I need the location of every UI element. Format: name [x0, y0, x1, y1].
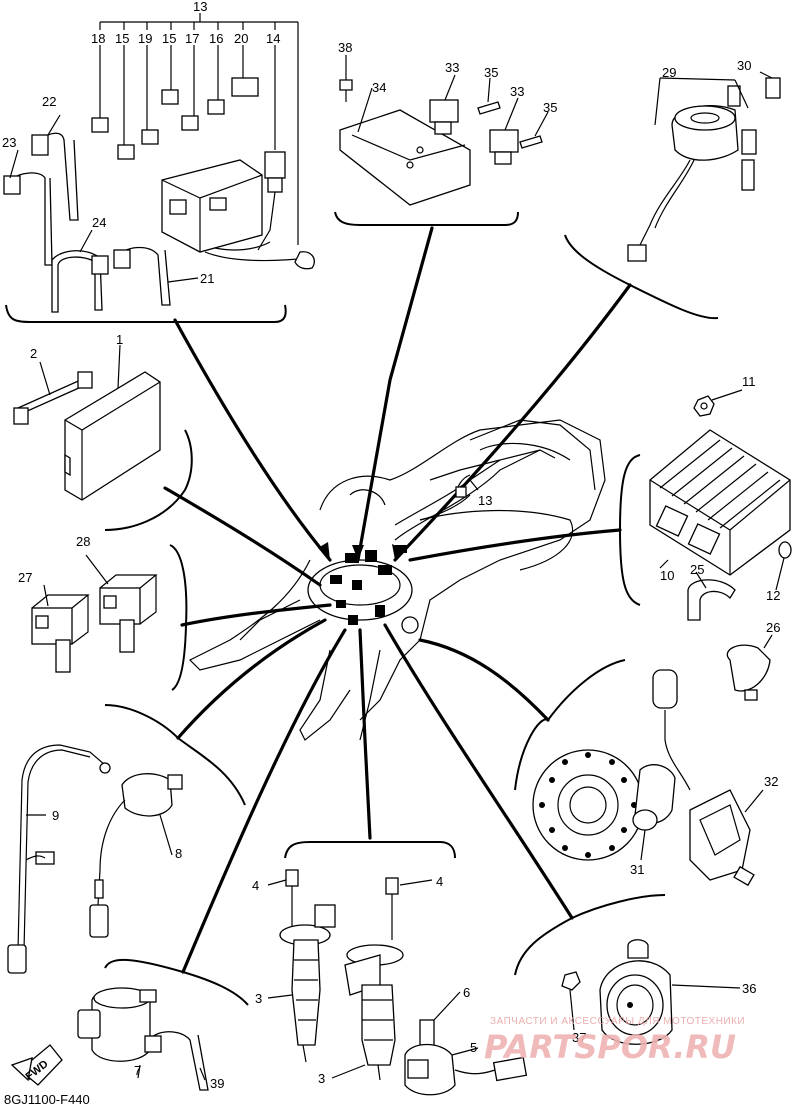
- callout-3-b: 3: [318, 1071, 325, 1086]
- callout-35-b: 35: [543, 100, 557, 115]
- callout-27: 27: [18, 570, 32, 585]
- relay-group: [31, 554, 158, 673]
- callout-33-b: 33: [510, 84, 524, 99]
- callout-7: 7: [134, 1063, 141, 1078]
- group-leader-lines: [163, 226, 632, 974]
- callout-10: 10: [660, 568, 674, 583]
- callout-16: 16: [209, 31, 223, 46]
- wire-harness-group: [394, 449, 556, 526]
- callout-22: 22: [42, 94, 56, 109]
- callout-13-top: 13: [193, 0, 207, 14]
- diagram-code: 8GJ1100-F440: [4, 1092, 90, 1107]
- callout-2: 2: [30, 346, 37, 361]
- switch-band-group: [10, 987, 209, 1091]
- callout-20: 20: [234, 31, 248, 46]
- callout-3-a: 3: [255, 991, 262, 1006]
- callout-23: 23: [2, 135, 16, 150]
- watermark: ЗАПЧАСТИ И АКСЕССУАРЫ ДЛЯ МОТОТЕХНИКИ PA…: [484, 1016, 745, 1066]
- callout-38: 38: [338, 40, 352, 55]
- callout-25: 25: [690, 562, 704, 577]
- main-switch-group: [627, 71, 781, 262]
- callout-12: 12: [766, 588, 780, 603]
- callout-37: 37: [572, 1030, 586, 1045]
- callout-31: 31: [630, 862, 644, 877]
- callout-26: 26: [766, 620, 780, 635]
- callout-13: 13: [478, 493, 492, 508]
- callout-15-a: 15: [115, 31, 129, 46]
- group-brackets: [5, 211, 719, 1006]
- callout-1: 1: [116, 332, 123, 347]
- callout-4-a: 4: [252, 878, 259, 893]
- sensor-group: [404, 991, 528, 1096]
- callout-39: 39: [210, 1076, 224, 1091]
- callout-30: 30: [737, 58, 751, 73]
- callout-36: 36: [742, 981, 756, 996]
- watermark-tagline: ЗАПЧАСТИ И АКСЕССУАРЫ ДЛЯ МОТОТЕХНИКИ: [490, 1016, 745, 1027]
- callout-11: 11: [742, 374, 756, 389]
- callout-29: 29: [662, 65, 676, 80]
- callout-21: 21: [200, 271, 214, 286]
- callout-9: 9: [52, 808, 59, 823]
- neutral-switch-lead-group: [7, 744, 183, 974]
- callout-28: 28: [76, 534, 90, 549]
- ecu-group: [13, 344, 161, 501]
- callout-14: 14: [266, 31, 280, 46]
- callout-17: 17: [185, 31, 199, 46]
- callout-24: 24: [92, 215, 106, 230]
- callout-19: 19: [138, 31, 152, 46]
- callout-15-b: 15: [162, 31, 176, 46]
- callout-labels: 13 18 15 19 15 17 16 20 14 22 23 24 21 3…: [2, 0, 780, 1091]
- fuse-group: [3, 13, 315, 313]
- bracket-relay-group: [339, 55, 549, 206]
- watermark-brand: PARTSPOR.RU: [484, 1028, 736, 1066]
- callout-34: 34: [372, 80, 386, 95]
- callout-35-a: 35: [484, 65, 498, 80]
- callout-4-b: 4: [436, 874, 443, 889]
- callout-18: 18: [91, 31, 105, 46]
- callout-32: 32: [764, 774, 778, 789]
- callout-6: 6: [463, 985, 470, 1000]
- horn-group: [561, 939, 741, 1045]
- ignition-coil-group: [267, 869, 433, 1081]
- motorcycle-frame: [188, 419, 606, 741]
- callout-5: 5: [470, 1040, 477, 1055]
- callout-33-a: 33: [445, 60, 459, 75]
- callout-8: 8: [175, 846, 182, 861]
- rectifier-regulator-group: [649, 389, 792, 701]
- pickup-coil-group: [532, 669, 764, 887]
